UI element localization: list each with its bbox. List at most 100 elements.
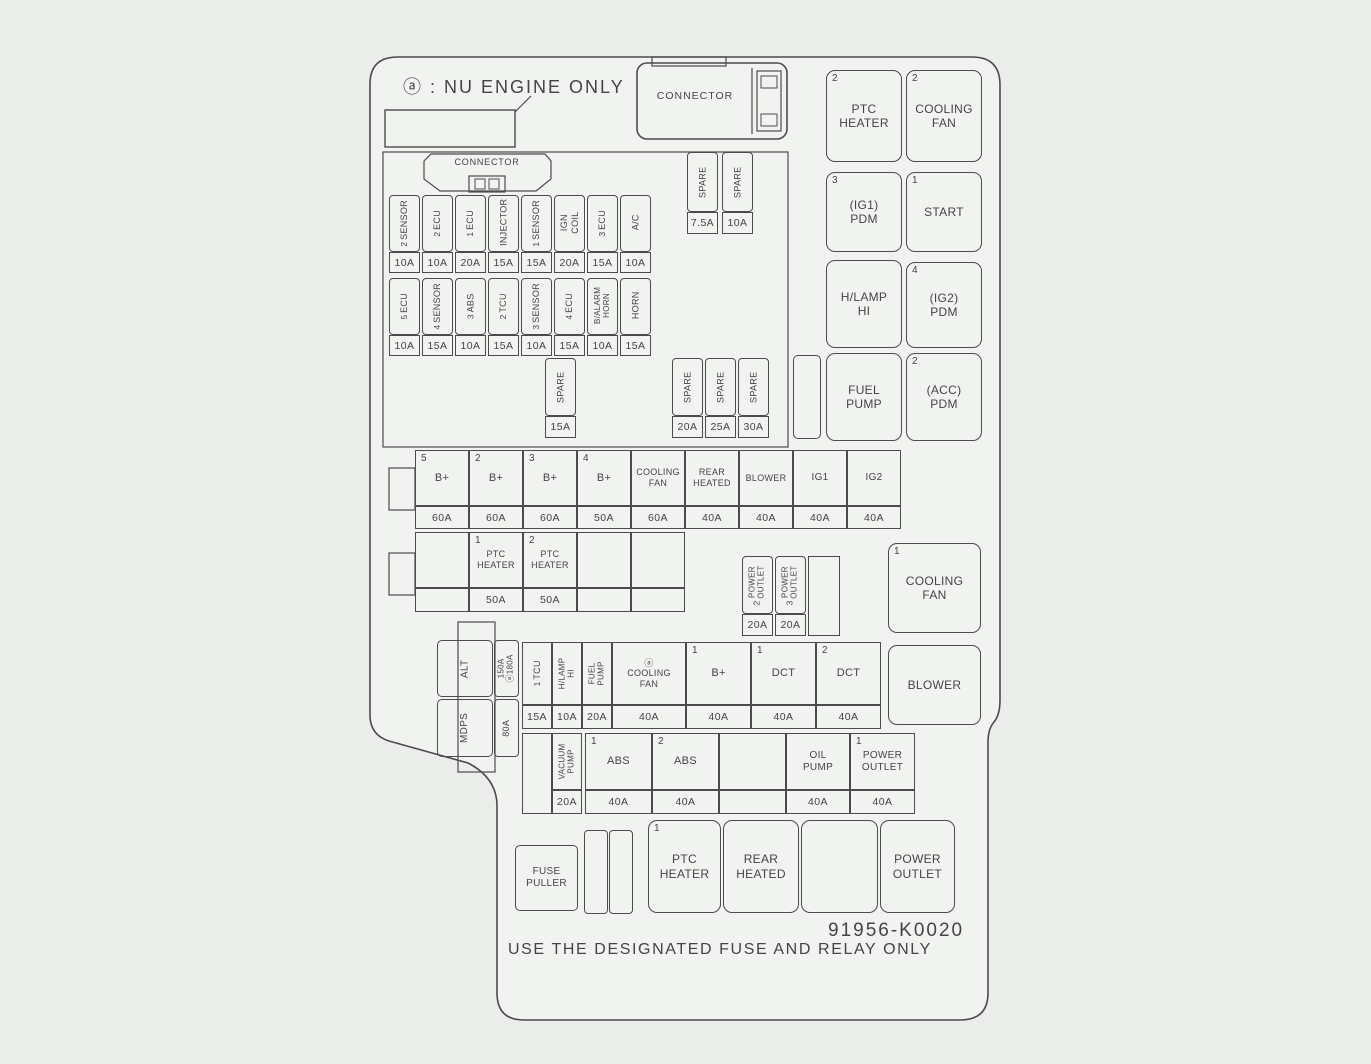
fuse-tcu-2-rating: 15A [488, 335, 519, 356]
fuse-power-outlet-1-rating: 40A [850, 790, 915, 814]
fuse-alt-rating: 150A ⓐ180A [494, 640, 519, 697]
abs-row-empty-mid-rating [719, 790, 786, 814]
fuse-b-plus-1-rating: 40A [686, 705, 751, 729]
relay-fuel-pump: FUEL PUMP [826, 353, 902, 441]
ptc-strip-empty-3-rating [631, 588, 685, 612]
fuse-ptc-heater-2-50-rating: 50A [523, 588, 577, 612]
fuse-b-plus-3-rating: 60A [523, 506, 577, 529]
fuse-fuel-pump-rating: 20A [582, 705, 612, 729]
fuse-ecu-1-rating: 20A [455, 252, 486, 273]
fuse-puller: FUSE PULLER [515, 845, 578, 911]
fuse-dct-2-rating: 40A [816, 705, 881, 729]
fuse-hlamp-hi-rating: 10A [552, 705, 582, 729]
fuse-abs-2-rating: 40A [652, 790, 719, 814]
fuse-b-plus-4-rating: 50A [577, 506, 631, 529]
part-number: 91956-K0020 [828, 920, 965, 941]
fuse-cooling-fan-60-rating: 60A [631, 506, 685, 529]
abs-row-empty-mid [719, 733, 786, 790]
fuse-horn-rating: 15A [620, 335, 651, 356]
ptc-strip-empty-3 [631, 532, 685, 588]
fuse-abs-3-rating: 10A [455, 335, 486, 356]
fuse-rear-heated-40: REAR HEATED [685, 450, 739, 506]
fuse-spare-b: SPARE [722, 152, 753, 212]
footer-warning: USE THE DESIGNATED FUSE AND RELAY ONLY [508, 941, 932, 958]
fuse-injector: INJECTOR [488, 195, 519, 252]
fuse-b-alarm-horn-rating: 10A [587, 335, 618, 356]
fuse-ig2-rating: 40A [847, 506, 901, 529]
fuse-ecu-4-rating: 15A [554, 335, 585, 356]
ptc-strip-empty-2-rating [577, 588, 631, 612]
top-connector-label: CONNECTOR [656, 90, 734, 102]
fuse-oil-pump-rating: 40A [786, 790, 850, 814]
engine-note: ⓐ : NU ENGINE ONLY [403, 77, 625, 97]
fuse-spare-20-rating: 20A [672, 416, 703, 438]
fuse-spare-25-rating: 25A [705, 416, 736, 438]
fuse-ac-rating: 10A [620, 252, 651, 273]
fuse-ig2: IG2 [847, 450, 901, 506]
fuse-ecu-5-rating: 10A [389, 335, 420, 356]
relay-empty-slot [801, 820, 878, 913]
fuse-spare-a: SPARE [687, 152, 718, 212]
outlet-empty-slot [808, 556, 840, 636]
fuse-vacuum-pump-rating: 20A [552, 790, 582, 814]
fuse-b-plus-5-rating: 60A [415, 506, 469, 529]
fuse-hlamp-hi: H/LAMP HI [552, 642, 582, 705]
fuse-spare-30: SPARE [738, 358, 769, 416]
fuse-alt: ALT [437, 640, 493, 697]
fuse-mdps: MDPS [437, 699, 493, 757]
fuse-spare-mid: SPARE [545, 358, 576, 416]
fuse-spare-20: SPARE [672, 358, 703, 416]
relay-rear-heated: REAR HEATED [723, 820, 799, 913]
fuse-ig1: IG1 [793, 450, 847, 506]
relay-ig1-pdm: 3(IG1) PDM [826, 172, 902, 252]
fuse-cooling-fan-nu-rating: 40A [612, 705, 686, 729]
fuse-ign-coil: IGN COIL [554, 195, 585, 252]
fuse-ign-coil-rating: 20A [554, 252, 585, 273]
fuse-oil-pump: OIL PUMP [786, 733, 850, 790]
fuse-rear-heated-40-rating: 40A [685, 506, 739, 529]
fuse-vacuum-pump: VACUUM PUMP [552, 733, 582, 790]
fuse-cooling-fan-60: COOLING FAN [631, 450, 685, 506]
bottom-blank-slot-1 [584, 830, 608, 914]
relay-ig2-pdm: 4(IG2) PDM [906, 262, 982, 348]
fuse-b-alarm-horn: B/ALARM HORN [587, 278, 618, 335]
ptc-strip-empty-1-rating [415, 588, 469, 612]
inner-connector-label: CONNECTOR [454, 157, 520, 167]
fuse-dct-1-rating: 40A [751, 705, 816, 729]
fuse-spare-a-rating: 7.5A [687, 212, 718, 234]
fuse-sensor-3-rating: 10A [521, 335, 552, 356]
fuse-fuel-pump: FUEL PUMP [582, 642, 612, 705]
ptc-strip-empty-2 [577, 532, 631, 588]
relay-hlamp-hi: H/LAMP HI [826, 260, 902, 348]
fuse-spare-mid-rating: 15A [545, 416, 576, 438]
fuse-ig1-rating: 40A [793, 506, 847, 529]
blank-fuse-slot [793, 355, 821, 439]
fuse-blower-40: BLOWER [739, 450, 793, 506]
abs-row-empty-left [522, 733, 552, 814]
fuse-cooling-fan-nu: ⓐ COOLING FAN [612, 642, 686, 705]
fuse-sensor-1-rating: 15A [521, 252, 552, 273]
